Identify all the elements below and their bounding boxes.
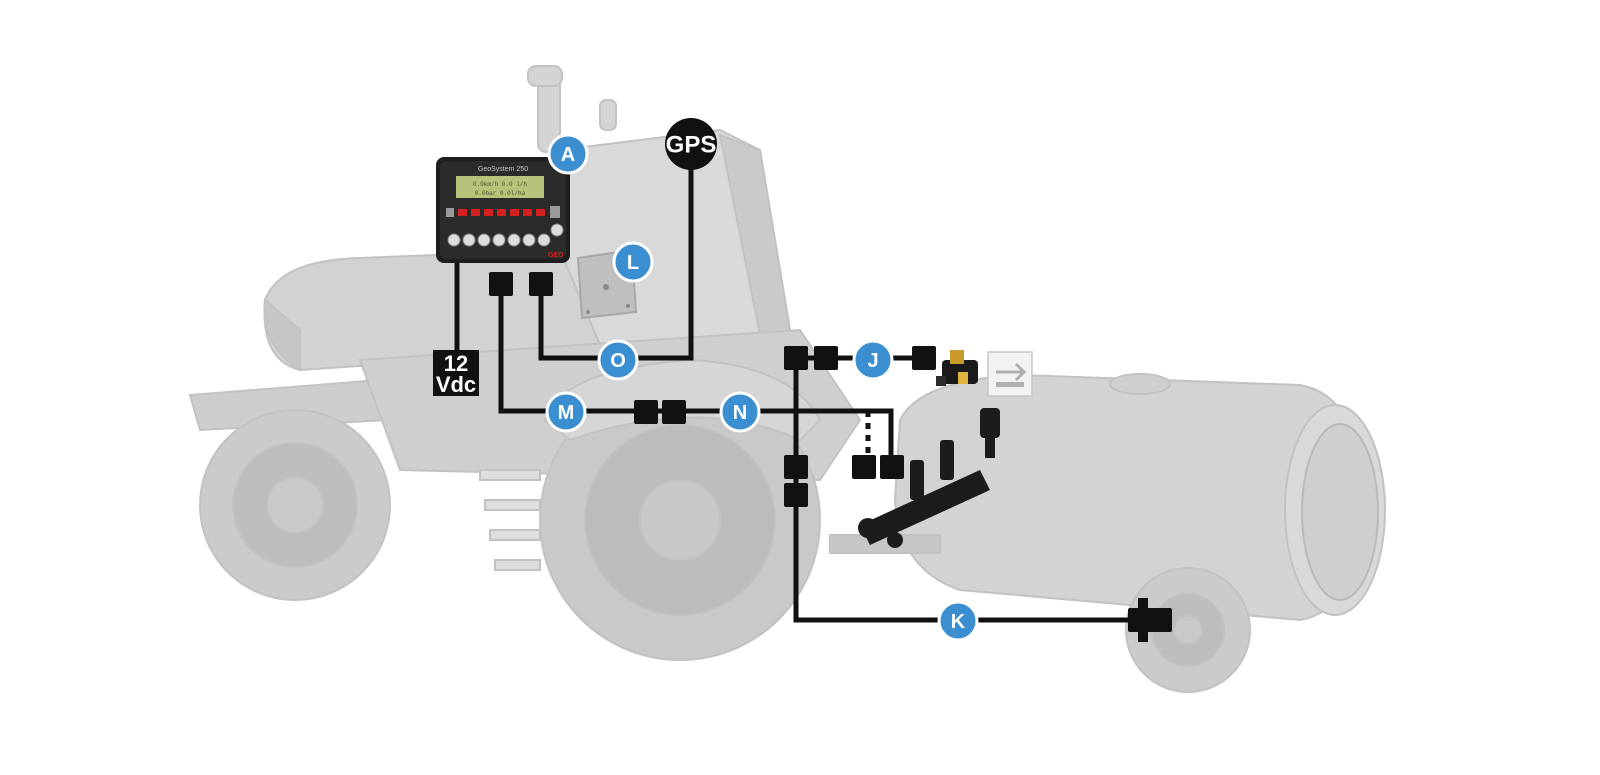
manifold-connector-1: [852, 455, 876, 479]
section-valve-manifold: [858, 408, 1000, 548]
badge-l: L: [612, 241, 654, 283]
console-screen: [456, 176, 544, 198]
wheel-sensor-connector: [1128, 608, 1172, 632]
badge-a: A: [547, 133, 589, 175]
svg-text:L: L: [627, 252, 639, 274]
manifold-connector-2: [880, 455, 904, 479]
power-supply-label: 12 Vdc: [433, 350, 479, 397]
console-red-buttons: [458, 209, 545, 216]
svg-text:A: A: [561, 144, 575, 166]
svg-text:J: J: [867, 350, 878, 372]
console-title: GeoSystem 250: [478, 166, 528, 173]
console-screen-line-2: 0.0bar 0.0l/ha: [475, 190, 526, 197]
bus-connector-2: [662, 400, 686, 424]
power-label-volts: 12: [444, 351, 468, 376]
control-console: GeoSystem 250 0.0km/h 0.0 l/h 0.0bar 0.0…: [436, 157, 570, 263]
junction-connector-2: [814, 346, 838, 370]
svg-text:M: M: [558, 402, 575, 424]
console-connector-2: [529, 272, 553, 296]
wheel-sensor-plug: [1138, 598, 1148, 642]
console-knobs: [447, 223, 564, 247]
badge-k: K: [937, 600, 979, 642]
gps-receiver: GPS: [665, 118, 717, 170]
tractor-illustration: [188, 65, 862, 661]
badge-j: J: [852, 339, 894, 381]
badge-m: M: [545, 391, 587, 433]
console-screen-line-1: 0.0km/h 0.0 l/h: [473, 181, 527, 188]
valve-connector: [912, 346, 936, 370]
power-label-vdc: Vdc: [436, 372, 476, 397]
svg-text:N: N: [733, 402, 747, 424]
svg-text:K: K: [951, 611, 966, 633]
bus-connector-1: [634, 400, 658, 424]
gps-label: GPS: [666, 132, 717, 159]
trunk-connector-1: [784, 455, 808, 479]
valve-function-icon: [987, 351, 1033, 397]
console-connector-1: [489, 272, 513, 296]
console-brand: GEO: [548, 252, 564, 259]
trunk-connector-2: [784, 483, 808, 507]
connectors: [489, 272, 1172, 642]
sprayer-illustration: [829, 373, 1386, 693]
pressure-valve: [936, 350, 978, 386]
junction-connector-1: [784, 346, 808, 370]
badge-o: O: [597, 339, 639, 381]
badge-n: N: [719, 391, 761, 433]
svg-text:O: O: [610, 350, 626, 372]
